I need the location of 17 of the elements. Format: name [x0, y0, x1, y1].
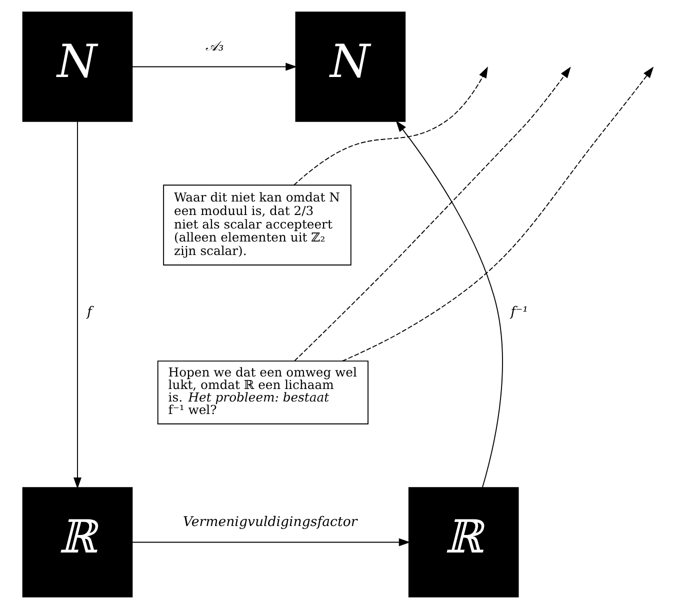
edge-label: 𝒜₃	[204, 39, 224, 54]
arrow	[395, 120, 502, 488]
edge-label: f⁻¹	[510, 305, 528, 320]
node-box: N	[294, 12, 406, 122]
node-box: Waar dit niet kan omdat N een moduul is, dat 2/3 niet als scalar accepteert (alleen elementen uit ℤ₂ zijn scalar).	[162, 184, 351, 266]
node-box: Hopen we dat een omweg wel lukt, omdat ℝ een lichaam is. Het probleem: bestaat f⁻¹ wel?	[156, 360, 368, 424]
arrow	[73, 121, 81, 489]
arrow	[131, 62, 297, 71]
node-box: ℝ	[408, 487, 518, 598]
node-box: ℝ	[22, 487, 132, 598]
arrow	[341, 66, 654, 362]
arrow	[292, 66, 488, 186]
arrow	[131, 538, 410, 546]
node-box: N	[22, 12, 132, 122]
edge-label: f	[86, 305, 92, 320]
edge-label: Vermenigvuldigingsfactor	[182, 514, 357, 530]
arrow	[294, 66, 570, 362]
